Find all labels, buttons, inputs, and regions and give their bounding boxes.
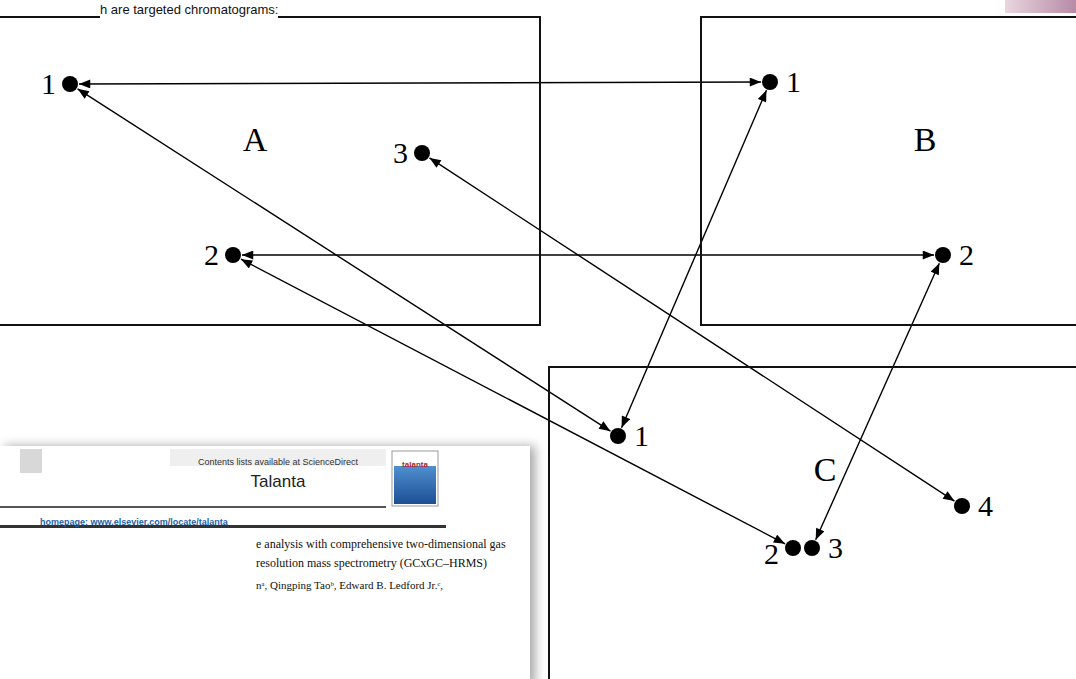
label-wrap: talanta: [402, 453, 428, 471]
peak-dot: 2: [785, 540, 801, 556]
peak-number-wrap: 2: [204, 240, 219, 270]
header-rule: [0, 506, 386, 508]
peak-number: 3: [828, 533, 843, 563]
peak-dot: 3: [804, 540, 820, 556]
match-arrow: [816, 263, 940, 540]
article-text: resolution mass spectrometry (GCxGC–HRMS…: [256, 557, 487, 571]
label-wrap: h are targeted chromatograms:: [100, 0, 278, 18]
peak-dot: 2: [935, 247, 951, 263]
photo-corner: [1005, 0, 1076, 13]
peak-number: 1: [634, 421, 649, 451]
chromatogram-letter: A: [243, 123, 268, 157]
journal-cover-art: [394, 466, 436, 504]
article-text: e analysis with comprehensive two-dimens…: [256, 538, 506, 552]
slide-heading: h are targeted chromatograms:: [100, 3, 278, 18]
article-text: nᵃ, Qingping Taoᵇ, Edward B. Ledford Jr.…: [256, 579, 443, 592]
article-text: homepage: www.elsevier.com/locate/talant…: [40, 517, 228, 527]
peak-dot: 1: [762, 74, 778, 90]
peak-number-wrap: 1: [786, 67, 801, 97]
peak-number-wrap: 4: [978, 491, 993, 521]
match-arrow: [79, 82, 761, 84]
match-arrow: [241, 259, 785, 544]
peak-number: 4: [978, 491, 993, 521]
journal-cover: [392, 451, 438, 506]
publisher-logo: [20, 449, 42, 473]
peak-dot: 3: [414, 145, 430, 161]
peak-number: 1: [41, 69, 56, 99]
chromatogram-label: C: [814, 453, 837, 487]
peak-number: 2: [764, 539, 779, 569]
chromatogram-label: B: [914, 123, 937, 157]
label-wrap: nᵃ, Qingping Taoᵇ, Edward B. Ledford Jr.…: [256, 575, 443, 593]
chromatogram-box: A 1 2 3: [0, 16, 541, 326]
label-wrap: Contents lists available at ScienceDirec…: [198, 451, 358, 469]
peak-dot: 4: [954, 498, 970, 514]
peak-number: 1: [786, 67, 801, 97]
chromatogram-letter: C: [814, 453, 837, 487]
chromatogram-box: C1234: [548, 366, 1076, 679]
chromatogram-letter: B: [914, 123, 937, 157]
article-text: talanta: [402, 460, 428, 469]
label-wrap: resolution mass spectrometry (GCxGC–HRMS…: [256, 553, 487, 571]
peak-number-wrap: 2: [959, 240, 974, 270]
peak-number: 2: [204, 240, 219, 270]
article-text: Talanta: [251, 472, 306, 492]
peak-number: 2: [959, 240, 974, 270]
peak-dot: 2: [225, 247, 241, 263]
peak-dot: 1: [62, 76, 78, 92]
label-wrap: e analysis with comprehensive two-dimens…: [256, 534, 506, 552]
peak-number-wrap: 3: [393, 138, 408, 168]
peak-dot: 1: [610, 428, 626, 444]
match-arrow: [430, 158, 955, 501]
peak-number-wrap: 2: [764, 539, 779, 569]
match-arrow: [242, 254, 934, 255]
chromatogram-label: A: [243, 123, 268, 157]
peak-number: 3: [393, 138, 408, 168]
chromatogram-box: B 1 2: [700, 16, 1076, 326]
peak-number-wrap: 1: [634, 421, 649, 451]
match-arrow: [78, 89, 611, 431]
label-wrap: homepage: www.elsevier.com/locate/talant…: [40, 511, 228, 529]
article-text: Contents lists available at ScienceDirec…: [198, 457, 358, 467]
label-wrap: Talanta: [251, 472, 306, 492]
match-arrow: [622, 90, 767, 427]
peak-number-wrap: 3: [828, 533, 843, 563]
peak-number-wrap: 1: [41, 69, 56, 99]
